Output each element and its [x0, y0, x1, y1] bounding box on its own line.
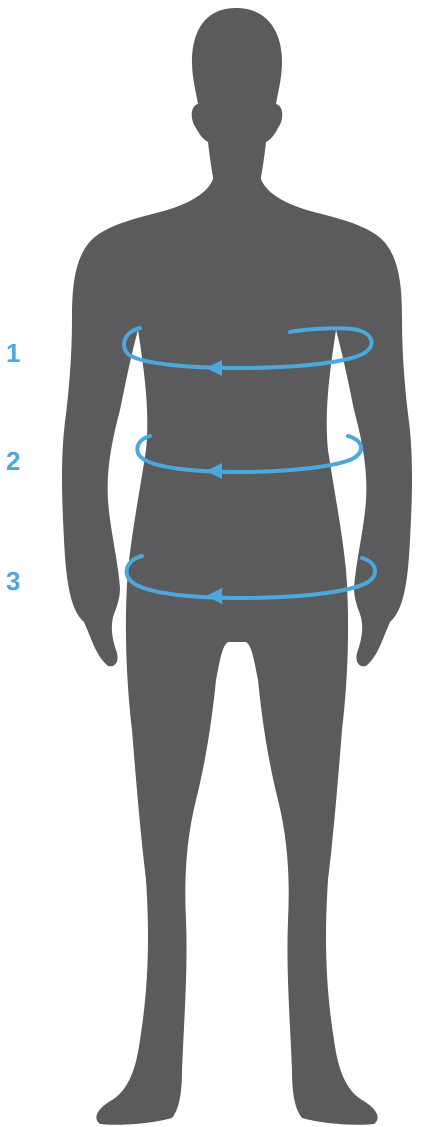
head	[192, 8, 283, 182]
measurement-label-3: 3	[6, 568, 20, 594]
measurement-label-2: 2	[6, 448, 20, 474]
measurement-label-1: 1	[6, 340, 20, 366]
body	[62, 176, 412, 1125]
